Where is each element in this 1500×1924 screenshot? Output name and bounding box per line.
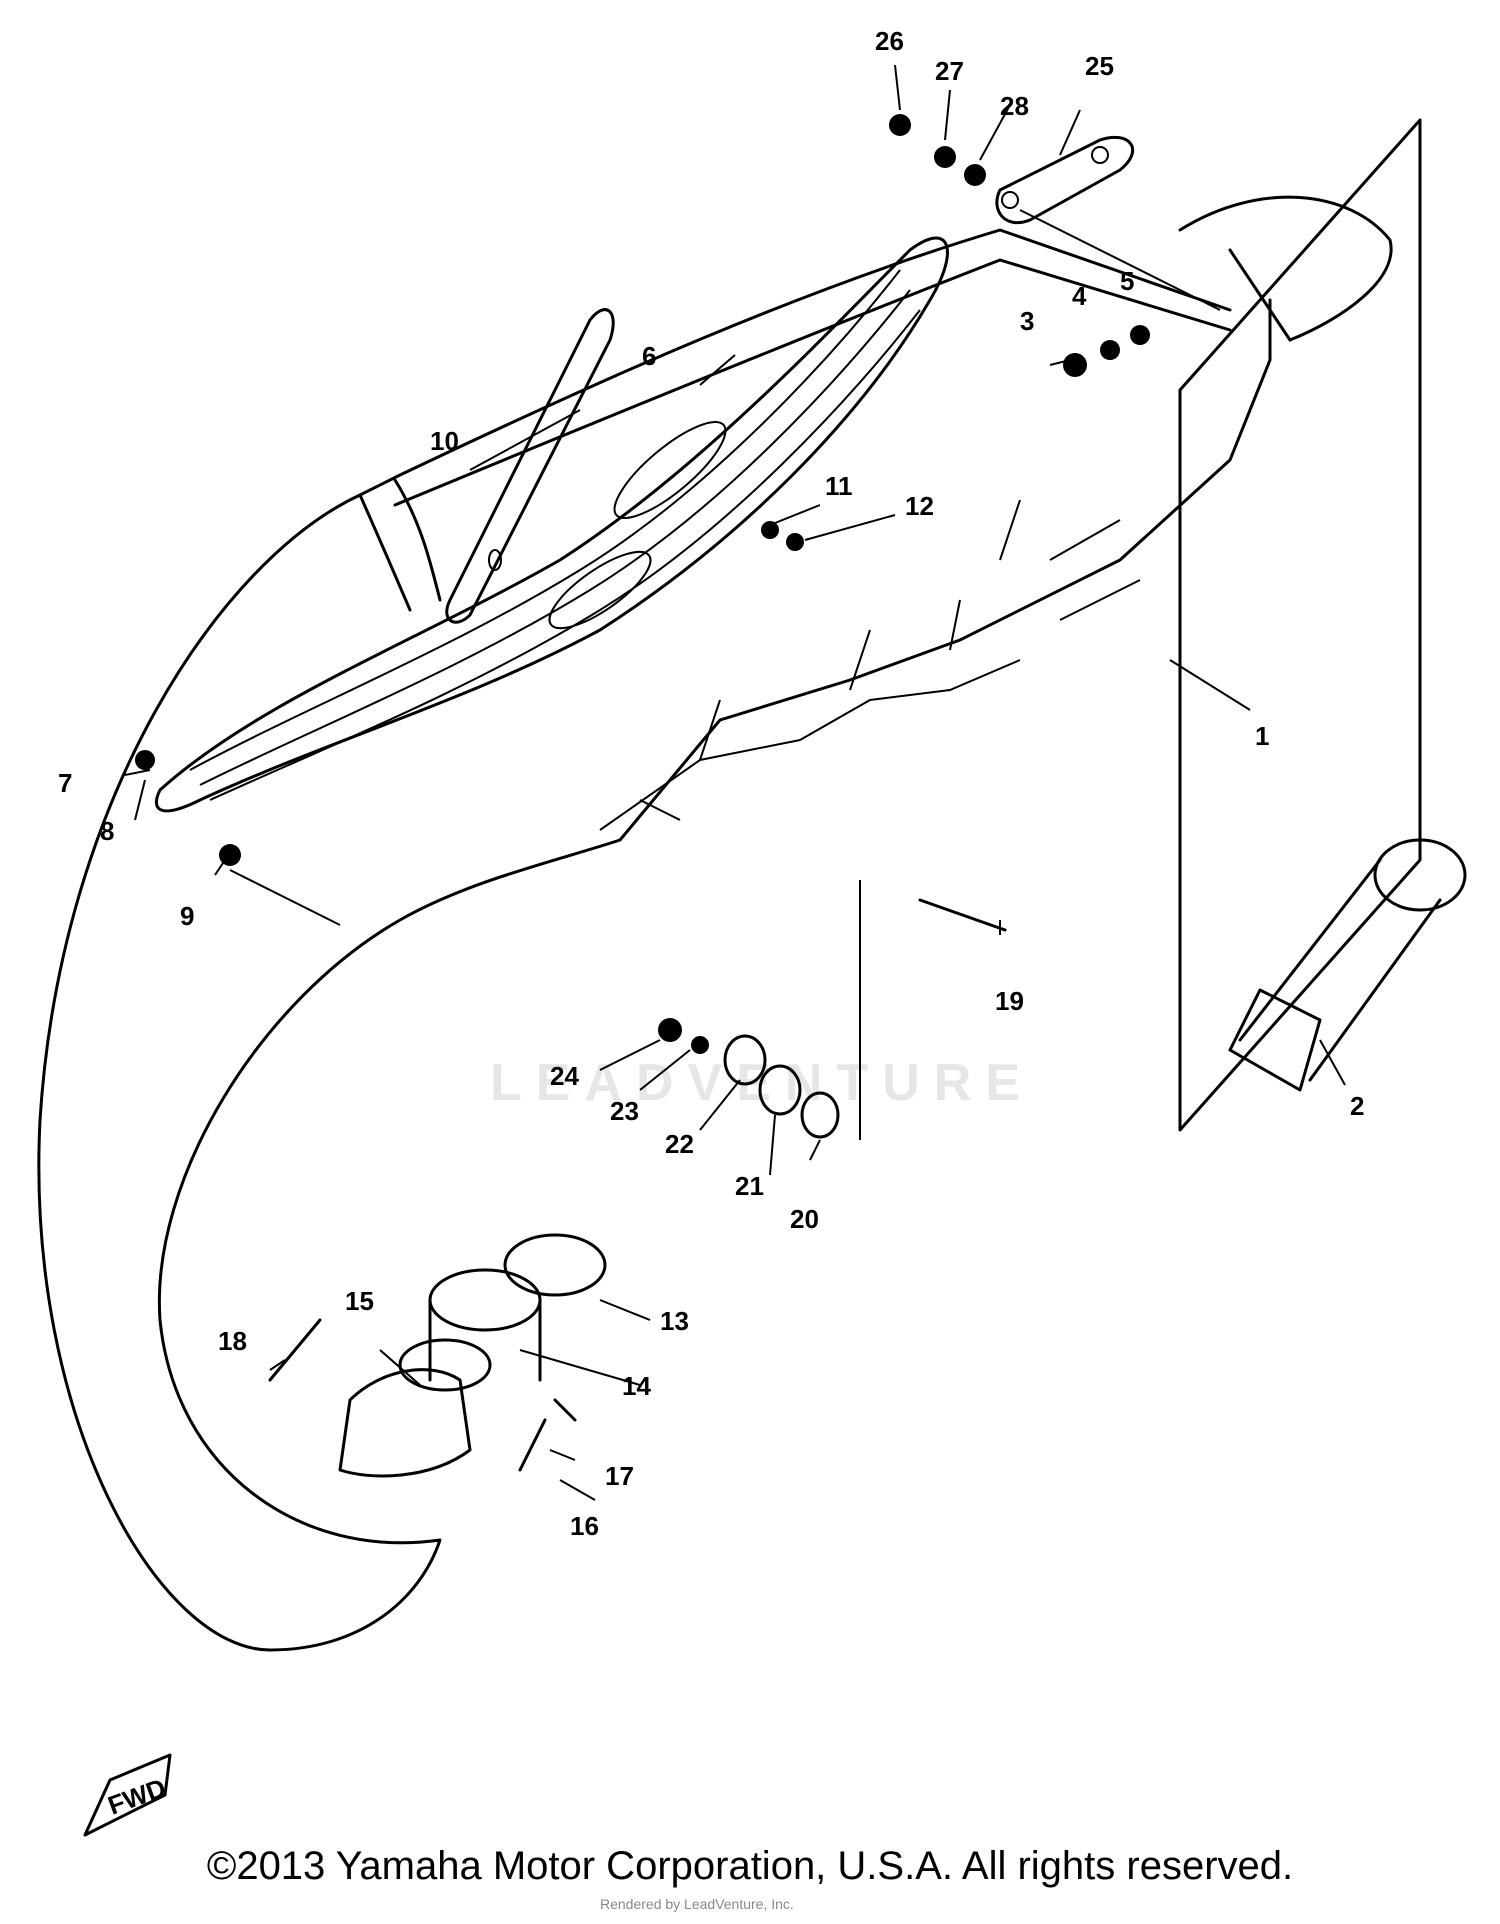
heat-protector [154, 236, 949, 813]
render-credit: Rendered by LeadVenture, Inc. [600, 1896, 794, 1912]
label-part-28: 28 [1000, 91, 1029, 121]
label-part-19: 19 [995, 986, 1024, 1016]
mount-bracket [995, 135, 1134, 225]
label-part-6: 6 [642, 341, 656, 371]
label-part-10: 10 [430, 426, 459, 456]
label-part-5: 5 [1120, 266, 1134, 296]
leader-lines [124, 64, 1346, 1501]
label-part-9: 9 [180, 901, 194, 931]
label-part-7: 7 [58, 768, 72, 798]
label-part-8: 8 [100, 816, 114, 846]
label-part-3: 3 [1020, 306, 1034, 336]
label-part-4: 4 [1072, 281, 1087, 311]
part-labels: 1 2 3 4 5 6 7 8 9 10 11 12 13 14 15 16 1… [58, 26, 1364, 1541]
label-part-22: 22 [665, 1129, 694, 1159]
label-part-2: 2 [1350, 1091, 1364, 1121]
label-part-11: 11 [825, 471, 853, 501]
fasteners [135, 114, 1150, 1472]
exhaust-pipe [37, 195, 1393, 1652]
label-part-26: 26 [875, 26, 904, 56]
label-part-13: 13 [660, 1306, 689, 1336]
exhaust-joint-parts [398, 1233, 607, 1392]
label-part-27: 27 [935, 56, 964, 86]
heat-protector-plate [445, 308, 615, 624]
label-part-20: 20 [790, 1204, 819, 1234]
label-part-1: 1 [1255, 721, 1269, 751]
silencer-insert [1178, 118, 1467, 1132]
label-part-16: 16 [570, 1511, 599, 1541]
label-part-18: 18 [218, 1326, 247, 1356]
copyright-notice: ©2013 Yamaha Motor Corporation, U.S.A. A… [206, 1844, 1294, 1888]
forward-arrow-icon: FWD [83, 1753, 172, 1837]
watermark: LEADVENTURE [490, 1054, 1034, 1112]
label-part-12: 12 [905, 491, 934, 521]
label-part-17: 17 [605, 1461, 634, 1491]
label-part-23: 23 [610, 1096, 639, 1126]
label-part-14: 14 [622, 1371, 651, 1401]
label-part-25: 25 [1085, 51, 1114, 81]
label-part-24: 24 [550, 1061, 579, 1091]
label-part-21: 21 [735, 1171, 764, 1201]
label-part-15: 15 [345, 1286, 374, 1316]
